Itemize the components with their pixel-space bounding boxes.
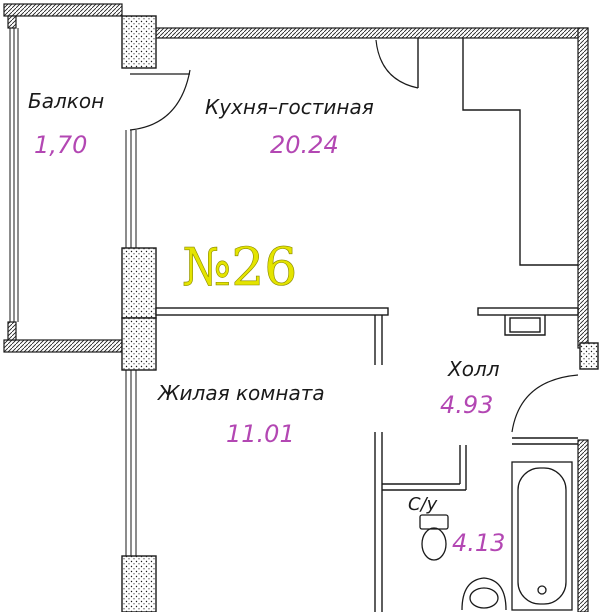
room-area-balcony: 1,70 [34, 131, 87, 159]
room-name-living: Жилая комната [156, 381, 325, 405]
room-name-balcony: Балкон [28, 89, 104, 113]
bathtub-icon [511, 461, 573, 611]
sink-icon [461, 577, 507, 611]
exterior-walls [3, 3, 589, 612]
room-area-hall: 4.93 [440, 391, 493, 419]
toilet-icon [419, 514, 449, 561]
room-area-bath: 4.13 [452, 529, 505, 557]
room-area-kitchen: 20.24 [270, 131, 339, 159]
apartment-number: №26 [182, 238, 297, 298]
room-name-hall: Холл [447, 357, 500, 381]
interior-walls [155, 38, 579, 612]
window-glazing [9, 28, 137, 556]
room-area-living: 11.01 [226, 420, 295, 448]
columns [121, 15, 599, 612]
room-name-bath: С/у [408, 494, 438, 515]
door-swing-icon [129, 39, 579, 433]
room-name-kitchen: Кухня–гостиная [205, 95, 374, 119]
